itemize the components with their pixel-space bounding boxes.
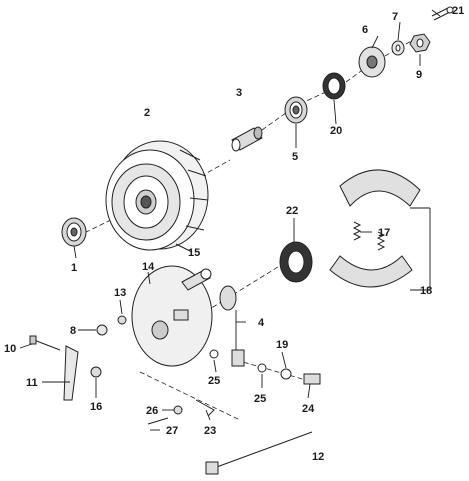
bearing-part-1 <box>61 217 87 247</box>
callout-6: 6 <box>362 24 368 36</box>
lever-part-4 <box>219 285 245 367</box>
callout-20: 20 <box>330 125 342 137</box>
callout-9: 9 <box>416 69 422 81</box>
springs-part-17 <box>352 221 386 251</box>
nut-part-9 <box>409 33 431 53</box>
callout-27: 27 <box>166 425 178 437</box>
spacer-tube-part-3 <box>231 126 263 152</box>
callout-18: 18 <box>420 285 432 297</box>
callout-3: 3 <box>236 87 242 99</box>
callout-4: 4 <box>258 317 265 329</box>
washer-part-7 <box>391 40 405 56</box>
callout-11: 11 <box>26 377 38 389</box>
callout-21: 21 <box>452 5 464 17</box>
wheel-hub-part-2 <box>105 140 209 253</box>
callout-17: 17 <box>378 227 390 239</box>
callout-1: 1 <box>71 262 77 274</box>
brake-plate-part-14 <box>131 265 213 367</box>
callout-14: 14 <box>142 261 155 273</box>
callout-26: 26 <box>146 405 158 417</box>
callout-22: 22 <box>286 205 298 217</box>
callout-16: 16 <box>90 401 102 413</box>
brake-shoes-part-18 <box>329 169 421 288</box>
bolts-and-arm <box>29 335 321 425</box>
leader-lines <box>19 9 441 431</box>
callout-23: 23 <box>204 425 216 437</box>
callout-10: 10 <box>4 343 16 355</box>
seal-part-22 <box>279 241 313 283</box>
callout-5: 5 <box>292 151 298 163</box>
callout-12: 12 <box>312 451 324 463</box>
callout-13: 13 <box>114 287 126 299</box>
callouts: 1 2 3 4 5 6 7 8 9 10 11 12 13 14 15 16 1… <box>4 5 464 463</box>
small-hardware <box>90 315 292 415</box>
bearing-part-5 <box>284 96 308 124</box>
drive-flange-part-6 <box>358 46 386 78</box>
callout-2: 2 <box>144 107 150 119</box>
axle-part-12 <box>205 431 313 475</box>
callout-24: 24 <box>302 403 315 415</box>
cam-part-15 <box>181 268 212 291</box>
callout-25-left: 25 <box>208 375 220 387</box>
seal-part-20 <box>322 72 346 100</box>
cotter-pin-part-21 <box>431 6 454 21</box>
callout-25-right: 25 <box>254 393 266 405</box>
callout-19: 19 <box>276 339 288 351</box>
callout-15: 15 <box>188 247 200 259</box>
callout-7: 7 <box>392 11 398 23</box>
callout-8: 8 <box>70 325 76 337</box>
